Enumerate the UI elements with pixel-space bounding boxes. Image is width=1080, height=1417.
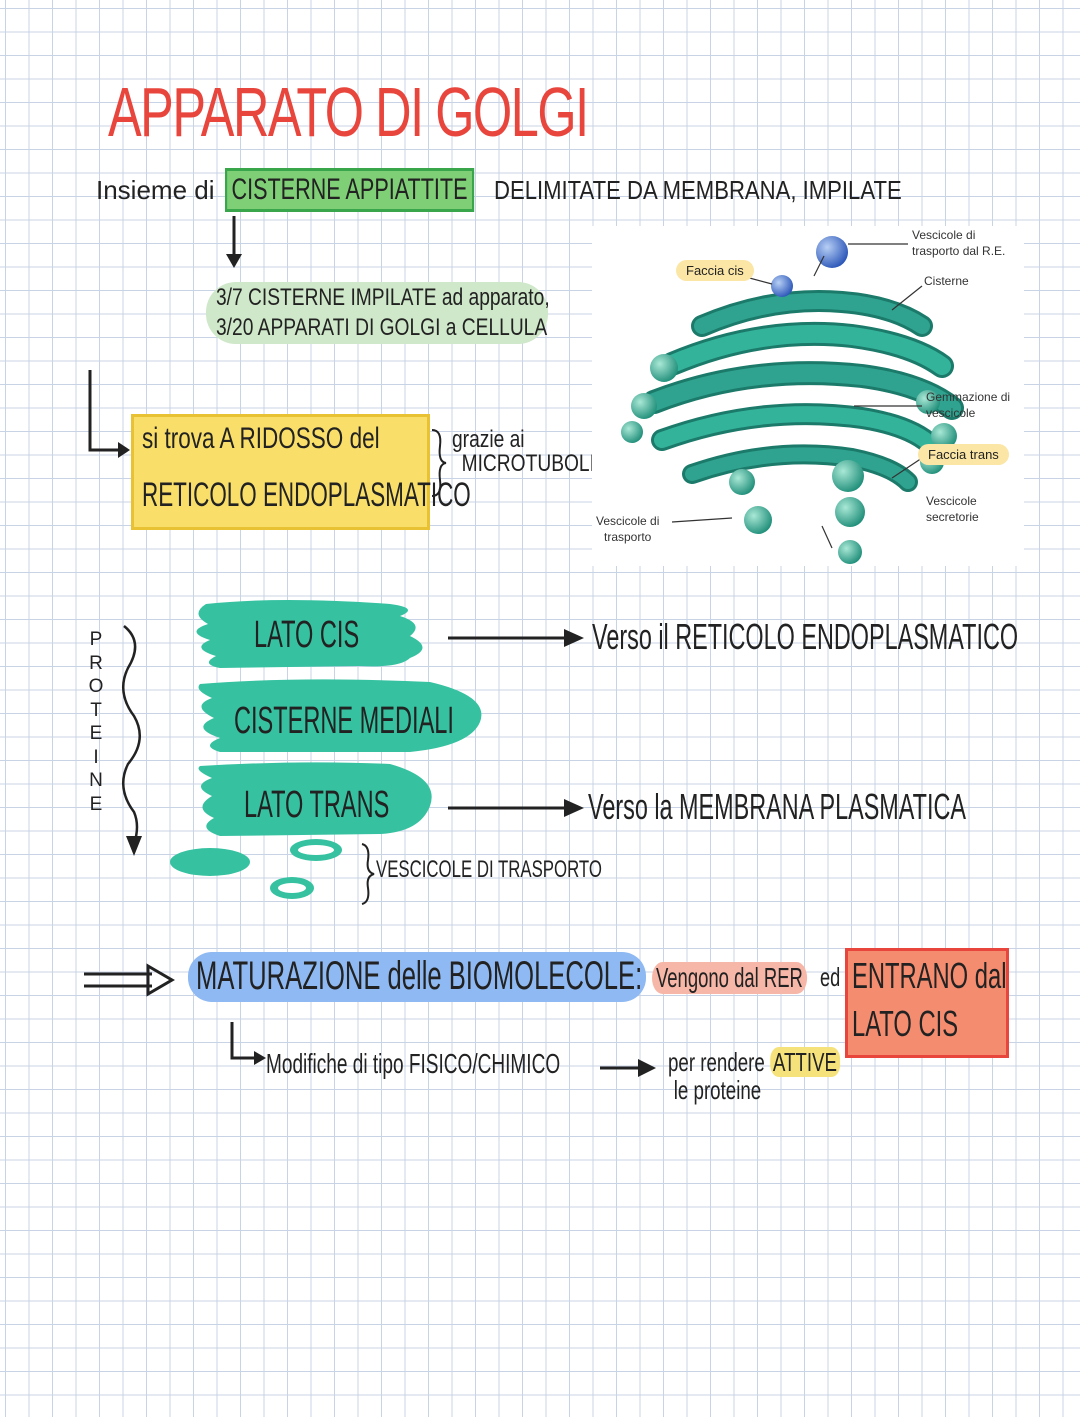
verso-membrana-text: Verso la MEMBRANA PLASMATICA xyxy=(588,786,966,827)
wavy-down-arrow-icon xyxy=(121,625,142,856)
note-line-1: grazie ai xyxy=(452,426,525,453)
label-faccia-cis: Faccia cis xyxy=(676,260,754,281)
bend-arrow-icon xyxy=(230,1022,266,1065)
label-vescicole-re-1: Vescicole di xyxy=(912,228,976,242)
label-faccia-trans: Faccia trans xyxy=(918,444,1009,465)
label-vescicole-re-2: trasporto dal R.E. xyxy=(912,244,1006,258)
proteine-letter: O xyxy=(88,676,104,697)
label-gemmazione-2: vescicole xyxy=(926,406,976,420)
label-vescicole-tr-2: trasporto xyxy=(604,530,652,544)
detail-line-2: 3/20 APPARATI DI GOLGI a CELLULA xyxy=(216,314,548,341)
position-line-2: RETICOLO ENDOPLASMATICO xyxy=(142,476,471,514)
page-title: APPARATO DI GOLGI xyxy=(108,73,589,151)
label-vescicole-sec-1: Vescicole xyxy=(926,494,977,508)
label-cisterne: Cisterne xyxy=(924,274,969,288)
maturazione-title: MATURAZIONE delle BIOMOLECOLE: xyxy=(196,954,642,999)
pointer-lines xyxy=(671,243,923,549)
brace-icon xyxy=(431,429,447,497)
verso-reticolo-text: Verso il RETICOLO ENDOPLASMATICO xyxy=(592,616,1019,657)
proteine-letter: I xyxy=(93,746,99,768)
intro-prefix: Insieme di xyxy=(96,174,215,205)
implies-arrow-icon xyxy=(84,963,175,997)
detail-highlight xyxy=(206,282,548,344)
lato-cis-label: LATO CIS xyxy=(254,614,360,656)
down-arrow-icon xyxy=(226,216,242,268)
vesicles xyxy=(621,236,957,564)
maturazione-highlight xyxy=(188,952,646,1002)
entrano-line-2: LATO CIS xyxy=(852,1003,959,1044)
intro-rest: DELIMITATE DA MEMBRANA, IMPILATE xyxy=(494,174,903,205)
position-line-1: si trova A RIDOSSO del xyxy=(142,422,380,455)
note-line-2: MICROTUBOLI xyxy=(461,450,595,477)
attive-highlight: ATTIVE xyxy=(769,1047,840,1077)
proteine-letter: R xyxy=(89,652,103,674)
golgi-stack-drawing xyxy=(170,600,482,899)
lato-trans-label: LATO TRANS xyxy=(244,784,390,826)
microtubuli-note: grazie ai MICROTUBOLI xyxy=(452,428,595,476)
modifiche-text: Modifiche di tipo FISICO/CHIMICO xyxy=(266,1048,561,1079)
proteine-letter: E xyxy=(89,793,103,815)
vengono-wrap: Vengono dal RER xyxy=(652,962,887,994)
vengono-dal-rer: Vengono dal RER xyxy=(652,962,807,994)
right-arrow-icon xyxy=(448,629,584,647)
proteine-letter: T xyxy=(90,699,102,721)
right-arrow-icon xyxy=(448,799,584,817)
detail-line-1: 3/7 CISTERNE IMPILATE ad apparato, xyxy=(216,284,550,311)
per-rendere-text: per rendere ATTIVE le proteine xyxy=(668,1047,840,1105)
stack-highlights xyxy=(278,845,334,893)
label-vescicole-sec-2: secretorie xyxy=(926,510,979,524)
proteine-vertical-label: P R O T E I N E xyxy=(86,628,106,816)
per-rendere: per rendere xyxy=(668,1047,765,1077)
bend-arrow-icon xyxy=(88,370,130,458)
entrano-box xyxy=(845,948,1009,1058)
maturazione-colon: : xyxy=(635,954,643,998)
right-arrow-icon xyxy=(600,1059,656,1077)
intro-line: Insieme di CISTERNE APPIATTITE DELIMITAT… xyxy=(96,168,974,212)
vescicole-trasporto-label: VESCICOLE DI TRASPORTO xyxy=(376,856,602,883)
label-gemmazione-1: Gemmazione di xyxy=(926,390,1011,404)
proteine-letter: N xyxy=(89,770,103,791)
stack-cisternae xyxy=(170,600,482,899)
ed-text: ed xyxy=(820,962,841,992)
cisternae xyxy=(642,290,964,492)
detail-text: 3/7 CISTERNE IMPILATE ad apparato, 3/20 … xyxy=(216,283,550,343)
golgi-diagram xyxy=(621,236,964,564)
entrano-line-1: ENTRANO dal xyxy=(852,955,1007,996)
le-proteine: le proteine xyxy=(673,1075,762,1105)
brace-icon xyxy=(361,843,375,905)
golgi-illustration: Faccia cis Vescicole di trasporto dal R.… xyxy=(592,226,1024,566)
cisterne-highlight: CISTERNE APPIATTITE xyxy=(224,168,474,212)
cisterne-mediali-label: CISTERNE MEDIALI xyxy=(234,700,454,742)
label-vescicole-tr-1: Vescicole di xyxy=(596,514,660,528)
entrano-text: ENTRANO dal LATO CIS xyxy=(852,952,1006,1048)
proteine-letter: P xyxy=(89,629,103,650)
maturazione-text: MATURAZIONE delle BIOMOLECOLE xyxy=(196,954,636,998)
position-box xyxy=(131,414,430,530)
proteine-letter: E xyxy=(89,723,103,744)
